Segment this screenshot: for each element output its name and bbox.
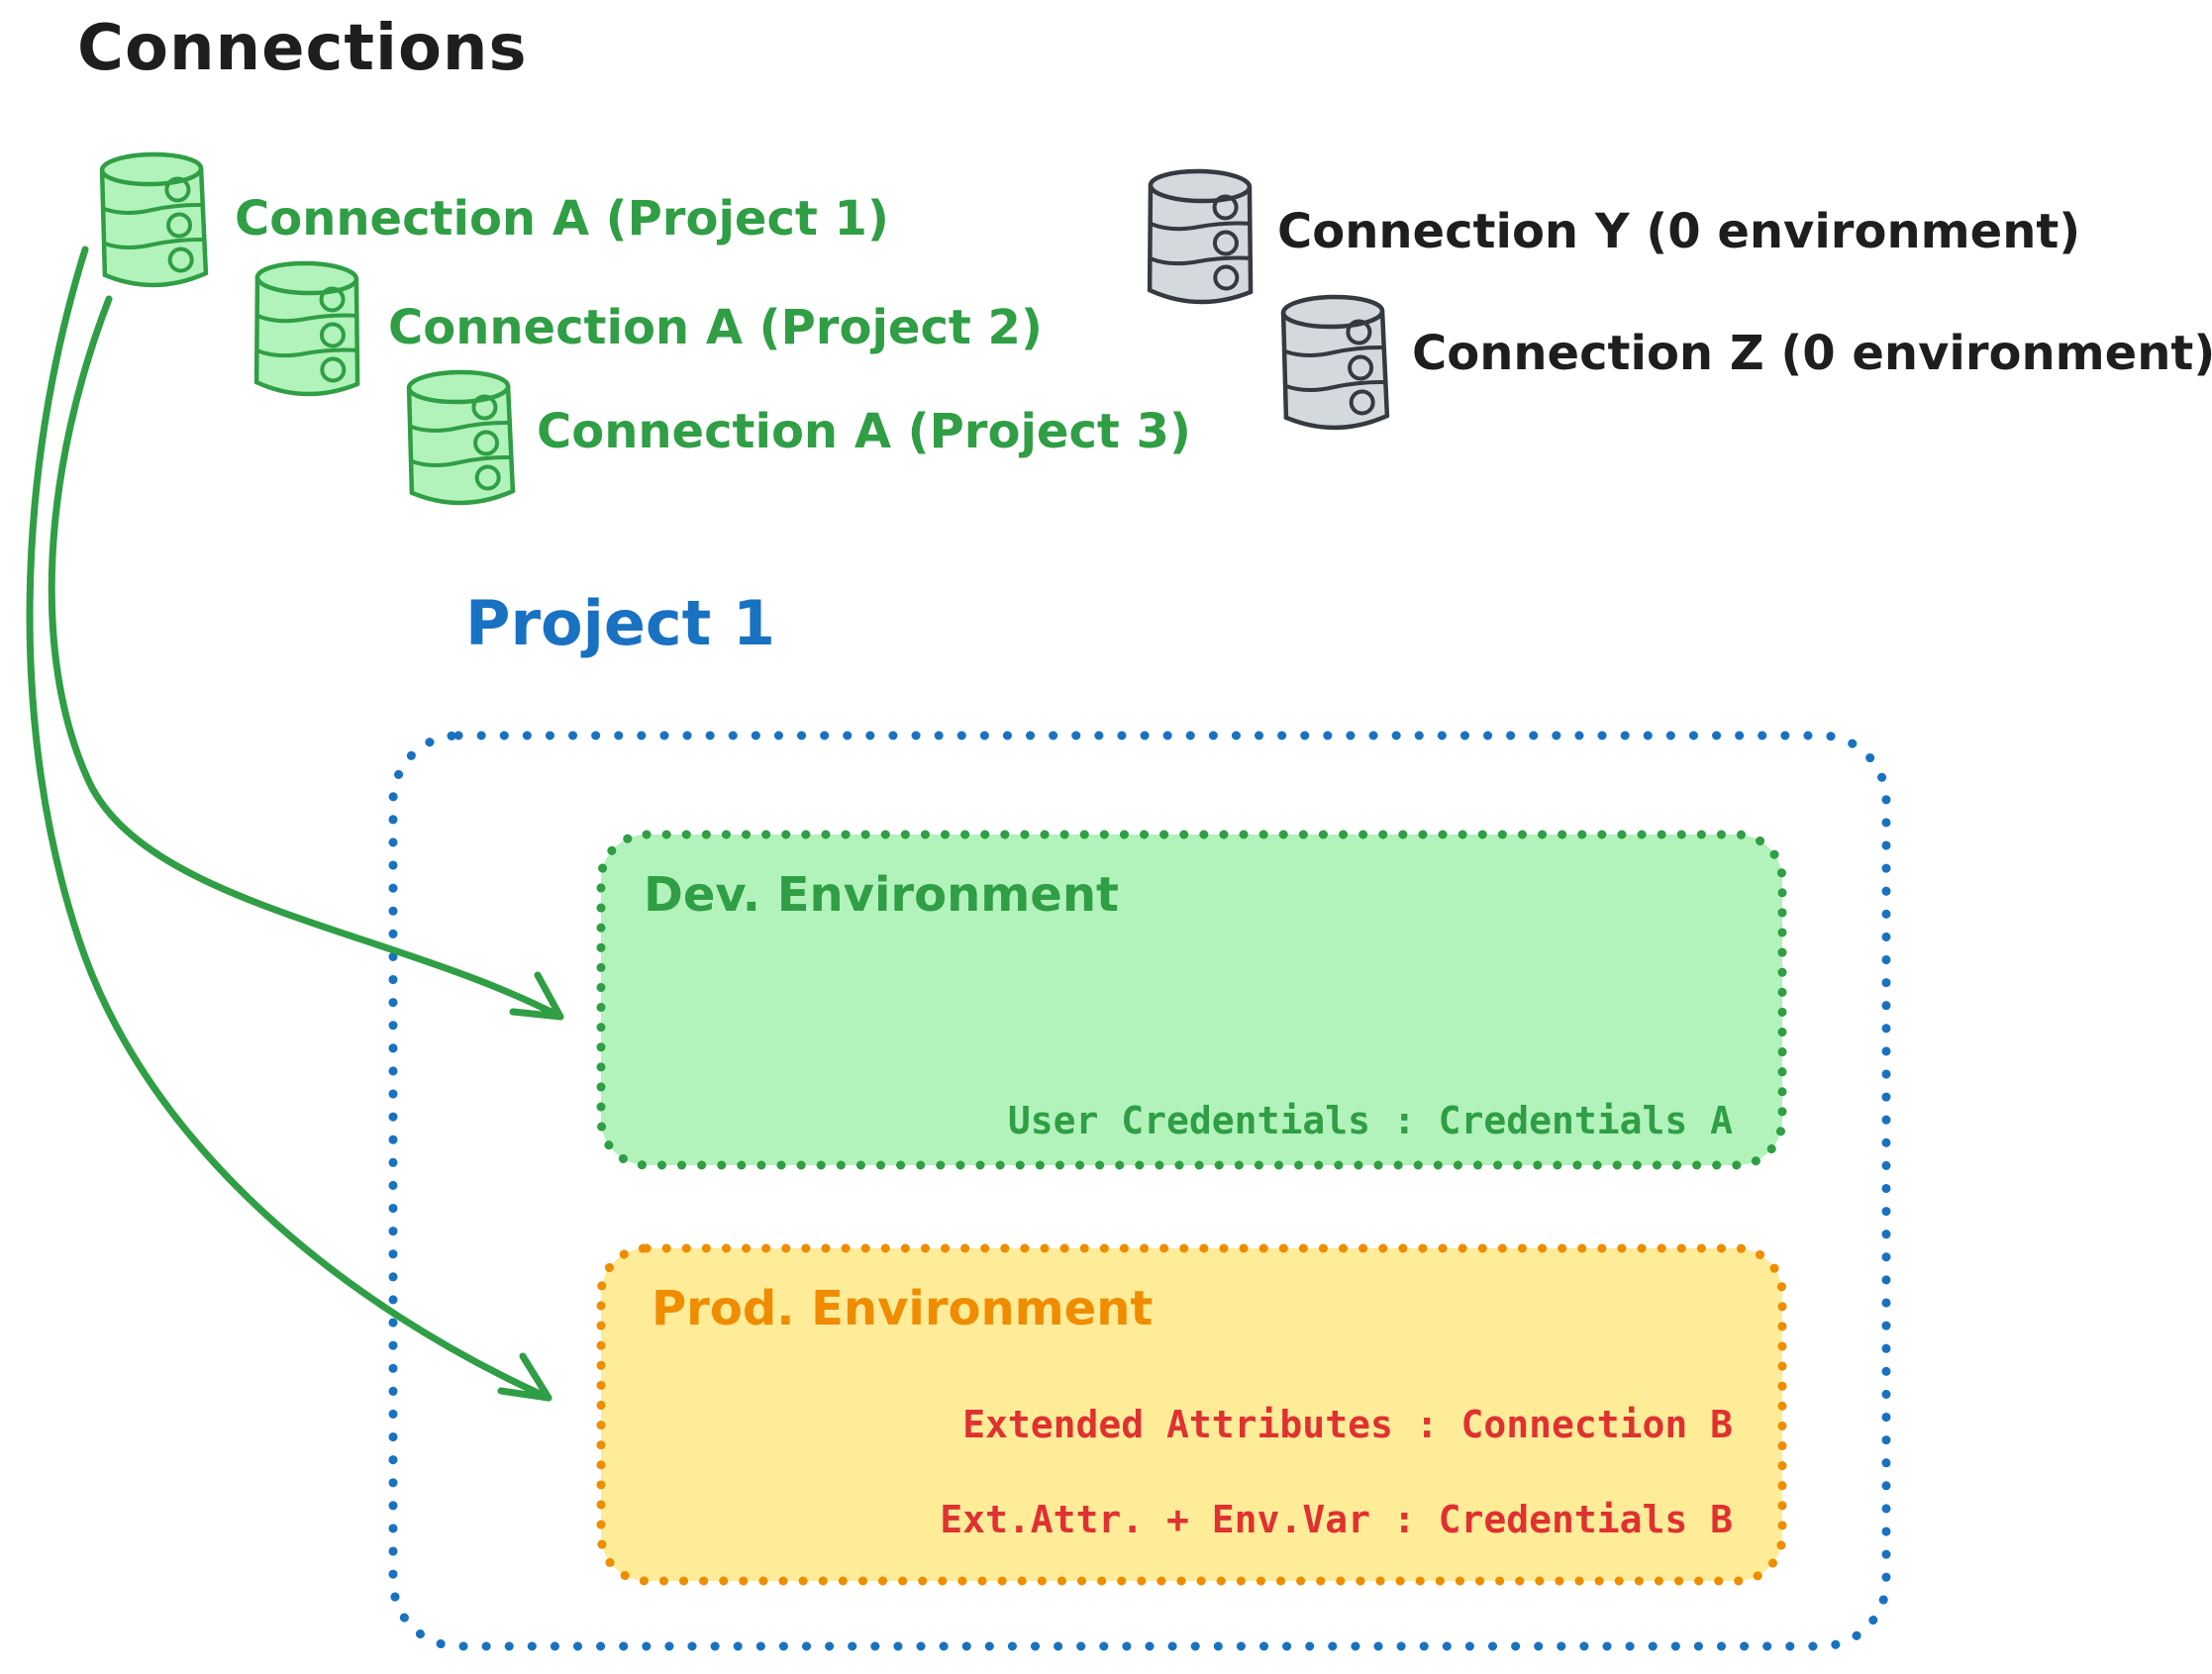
- connection-a-project-3-label: Connection A (Project 3): [537, 404, 1191, 459]
- dev-credentials-mapping: User Credentials : Credentials A: [1007, 1099, 1733, 1143]
- prod-env-var-mapping: Ext.Attr. + Env.Var : Credentials B: [940, 1498, 1733, 1542]
- connection-y-label: Connection Y (0 environment): [1277, 204, 2081, 259]
- connections-title: Connections: [77, 12, 528, 85]
- dev-environment-dotted-border: [596, 830, 1787, 1170]
- dev-environment-title: Dev. Environment: [644, 867, 1119, 923]
- connection-z-label: Connection Z (0 environment): [1412, 326, 2212, 381]
- prod-environment-dotted-border: [596, 1243, 1787, 1586]
- project-1-title: Project 1: [465, 587, 776, 659]
- database-icon-connection-a-project-2: [248, 256, 365, 407]
- prod-environment-title: Prod. Environment: [652, 1281, 1154, 1336]
- database-cylinder-icon: [406, 369, 516, 506]
- prod-environment-mappings: Extended Attributes : Connection B Ext.A…: [804, 1402, 1733, 1544]
- database-cylinder-icon: [1147, 168, 1254, 305]
- dev-environment-box: Dev. Environment User Credentials : Cred…: [596, 830, 1787, 1170]
- connection-a-project-2-label: Connection A (Project 2): [388, 300, 1043, 355]
- database-icon-connection-a-project-3: [401, 365, 519, 516]
- database-icon-connection-z: [1275, 290, 1393, 441]
- prod-environment-box: Prod. Environment Extended Attributes : …: [596, 1243, 1787, 1586]
- connection-a-project-1-label: Connection A (Project 1): [235, 191, 889, 246]
- project-1-dotted-border: [388, 731, 1891, 1651]
- database-cylinder-icon: [1280, 294, 1390, 431]
- project-1-container: [388, 731, 1891, 1651]
- database-icon-connection-y: [1141, 164, 1258, 315]
- database-cylinder-icon: [253, 260, 360, 397]
- prod-extended-attributes-mapping: Extended Attributes : Connection B: [962, 1403, 1733, 1447]
- database-icon-connection-a-project-1: [94, 148, 212, 298]
- database-cylinder-icon: [99, 151, 209, 288]
